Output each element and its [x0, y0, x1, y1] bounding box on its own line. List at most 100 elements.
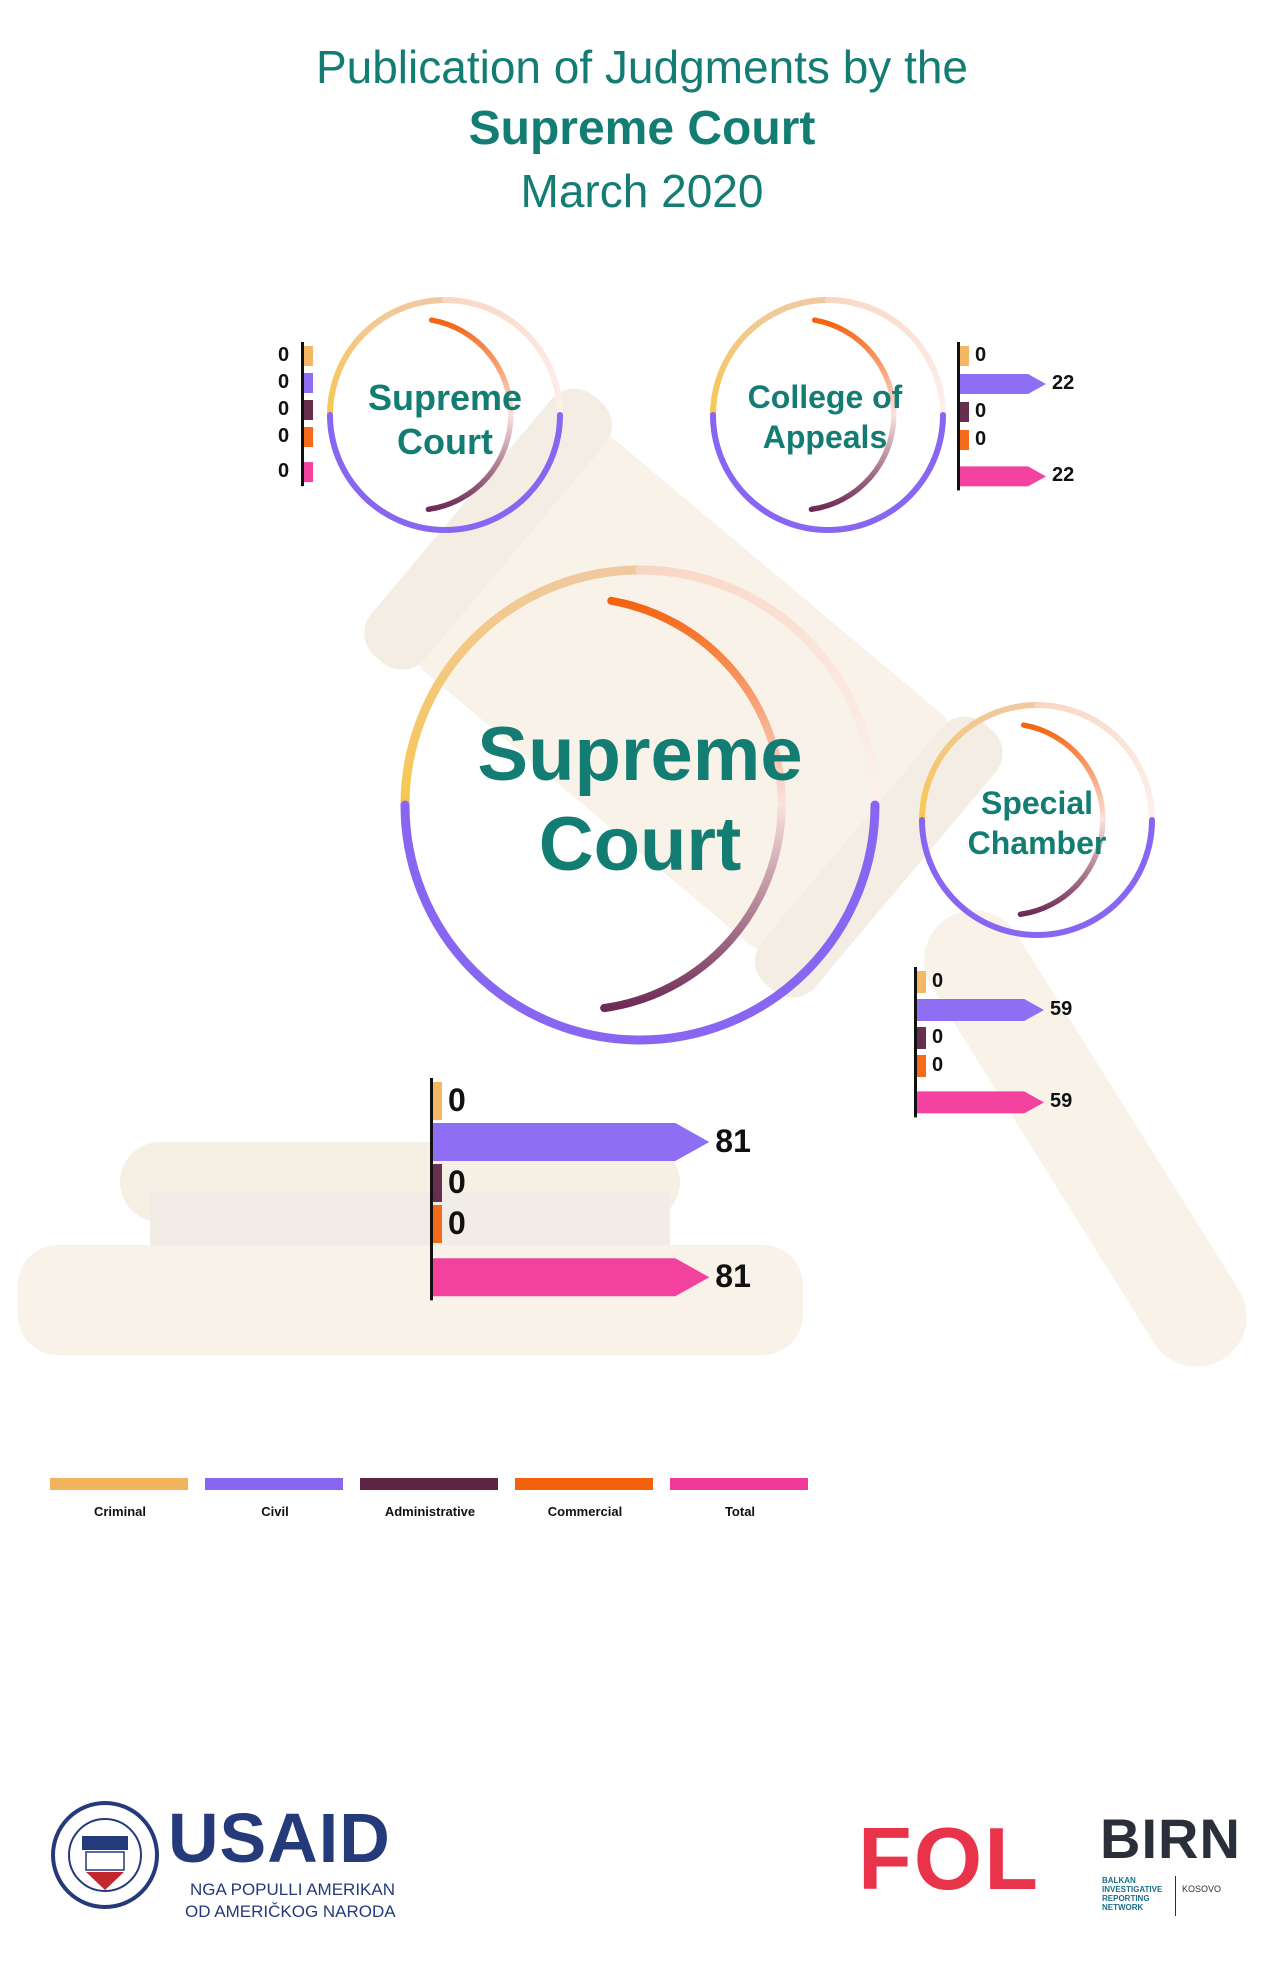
legend-item-civil: Civil: [205, 1478, 345, 1519]
main-value-administrative: 0: [448, 1163, 466, 1200]
legend-item-total: Total: [670, 1478, 810, 1519]
college-bar-axis: [957, 342, 960, 491]
logos-footer: USAID NGA POPULLI AMERIKAN OD AMERIČKOG …: [0, 1780, 1284, 1921]
small-supreme-bar-administrative: [304, 400, 313, 420]
small-supreme-value-criminal: 0: [278, 344, 290, 366]
ring-label-small-supreme-line1: Supreme: [367, 377, 523, 418]
college-ring-arc-civil: [710, 412, 946, 533]
college-value-total: 22: [1052, 464, 1075, 487]
ring-label-college-line1: College of: [747, 379, 903, 415]
college-bar-civil: [960, 374, 1046, 394]
college-ring-arc-inner: [808, 317, 897, 513]
special-ring-arc-civil: [919, 817, 1155, 938]
main-value-commercial: 0: [448, 1204, 466, 1241]
legend-swatch: [205, 1478, 343, 1490]
ring-label-main: Supreme Court: [430, 705, 850, 895]
main-bar-criminal: [433, 1082, 442, 1120]
special-bar-criminal: [917, 971, 926, 993]
small-supreme-ring-arc-civil: [327, 412, 563, 533]
usaid-seal-icon: [51, 1801, 159, 1909]
birn-divider: [1175, 1876, 1176, 1916]
legend-item-criminal: Criminal: [50, 1478, 190, 1519]
legend-item-commercial: Commercial: [515, 1478, 655, 1519]
ring-label-special-line1: Special: [980, 785, 1094, 821]
special-ring-arc-top: [1034, 702, 1155, 823]
special-ring-arc-criminal: [919, 702, 1040, 823]
small-supreme-bar-criminal: [304, 346, 313, 366]
legend-swatch: [670, 1478, 808, 1490]
small-supreme-ring-arc-inner: [425, 317, 514, 513]
rings-layer: [327, 297, 1155, 1045]
small-supreme-ring-arc-top: [442, 297, 563, 418]
legend-swatch: [50, 1478, 188, 1490]
legend-item-administrative: Administrative: [360, 1478, 500, 1519]
college-value-criminal: 0: [975, 344, 987, 366]
ring-label-special-line2: Chamber: [967, 825, 1107, 861]
main-bar-administrative: [433, 1164, 442, 1202]
small-supreme-value-administrative: 0: [278, 398, 290, 420]
small-supreme-bar-civil: [304, 373, 313, 393]
main-ring-arc-inner: [600, 596, 786, 1013]
birn-logo: BIRN: [1100, 1807, 1241, 1870]
birn-country: KOSOVO: [1182, 1884, 1222, 1894]
small-supreme-value-total: 0: [278, 460, 290, 483]
special-bar-axis: [914, 967, 917, 1118]
legend-label: Criminal: [93, 1504, 146, 1519]
legend-label: Administrative: [384, 1504, 476, 1519]
small-supreme-value-civil: 0: [278, 371, 290, 393]
main-ring-arc-criminal: [400, 565, 645, 810]
usaid-wordmark: USAID: [168, 1799, 391, 1877]
bars-layer: [301, 342, 1046, 1301]
ring-label-college: College of Appeals: [725, 372, 925, 462]
main-bar-total: [433, 1258, 710, 1297]
legend-label: Civil: [261, 1504, 289, 1519]
special-value-criminal: 0: [932, 970, 944, 992]
special-value-commercial: 0: [932, 1054, 944, 1076]
special-value-civil: 59: [1050, 998, 1073, 1020]
ring-label-special: Special Chamber: [937, 778, 1137, 868]
college-bar-administrative: [960, 402, 969, 422]
college-ring-arc-criminal: [710, 297, 831, 418]
special-bar-civil: [917, 999, 1044, 1021]
ring-label-college-line2: Appeals: [762, 419, 888, 455]
main-ring-arc-civil: [400, 800, 880, 1045]
birn-subtitle: BALKAN INVESTIGATIVE REPORTING NETWORK: [1102, 1876, 1163, 1912]
special-bar-total: [917, 1091, 1044, 1114]
college-bar-total: [960, 466, 1046, 487]
ring-label-small-supreme-line2: Court: [397, 421, 493, 462]
main-value-civil: 81: [715, 1122, 751, 1159]
small-supreme-bar-axis: [301, 342, 304, 487]
ring-label-main-line1: Supreme: [477, 712, 803, 797]
college-bar-commercial: [960, 430, 969, 450]
college-value-administrative: 0: [975, 400, 987, 422]
college-ring-arc-top: [825, 297, 946, 418]
main-bar-civil: [433, 1123, 710, 1161]
special-value-total: 59: [1050, 1090, 1073, 1113]
legend-swatch: [515, 1478, 653, 1490]
legend-label: Commercial: [547, 1504, 623, 1519]
title-line-1: Publication of Judgments by the: [315, 41, 969, 93]
special-ring-arc-inner: [1017, 722, 1106, 918]
main-bar-axis: [430, 1078, 433, 1301]
ring-label-main-line2: Court: [538, 802, 742, 887]
small-supreme-bar-commercial: [304, 427, 313, 447]
fol-logo: FOL: [858, 1809, 1040, 1908]
title-line-2: Supreme Court: [468, 102, 816, 155]
small-supreme-ring-arc-criminal: [327, 297, 448, 418]
ring-label-small-supreme: Supreme Court: [345, 370, 545, 470]
small-supreme-value-commercial: 0: [278, 425, 290, 447]
main-value-total: 81: [715, 1258, 751, 1295]
college-value-civil: 22: [1052, 372, 1075, 394]
usaid-subtitle-1: NGA POPULLI AMERIKAN: [190, 1880, 396, 1899]
college-value-commercial: 0: [975, 428, 987, 450]
main-bar-commercial: [433, 1205, 442, 1243]
title-block: Publication of Judgments by the Supreme …: [0, 36, 1284, 222]
title-line-3: March 2020: [520, 165, 764, 217]
special-bar-commercial: [917, 1055, 926, 1077]
usaid-subtitle-2: OD AMERIČKOG NARODA: [185, 1902, 396, 1921]
main-value-criminal: 0: [448, 1081, 466, 1118]
legend-swatch: [360, 1478, 498, 1490]
small-supreme-bar-total: [304, 462, 313, 483]
special-value-administrative: 0: [932, 1026, 944, 1048]
